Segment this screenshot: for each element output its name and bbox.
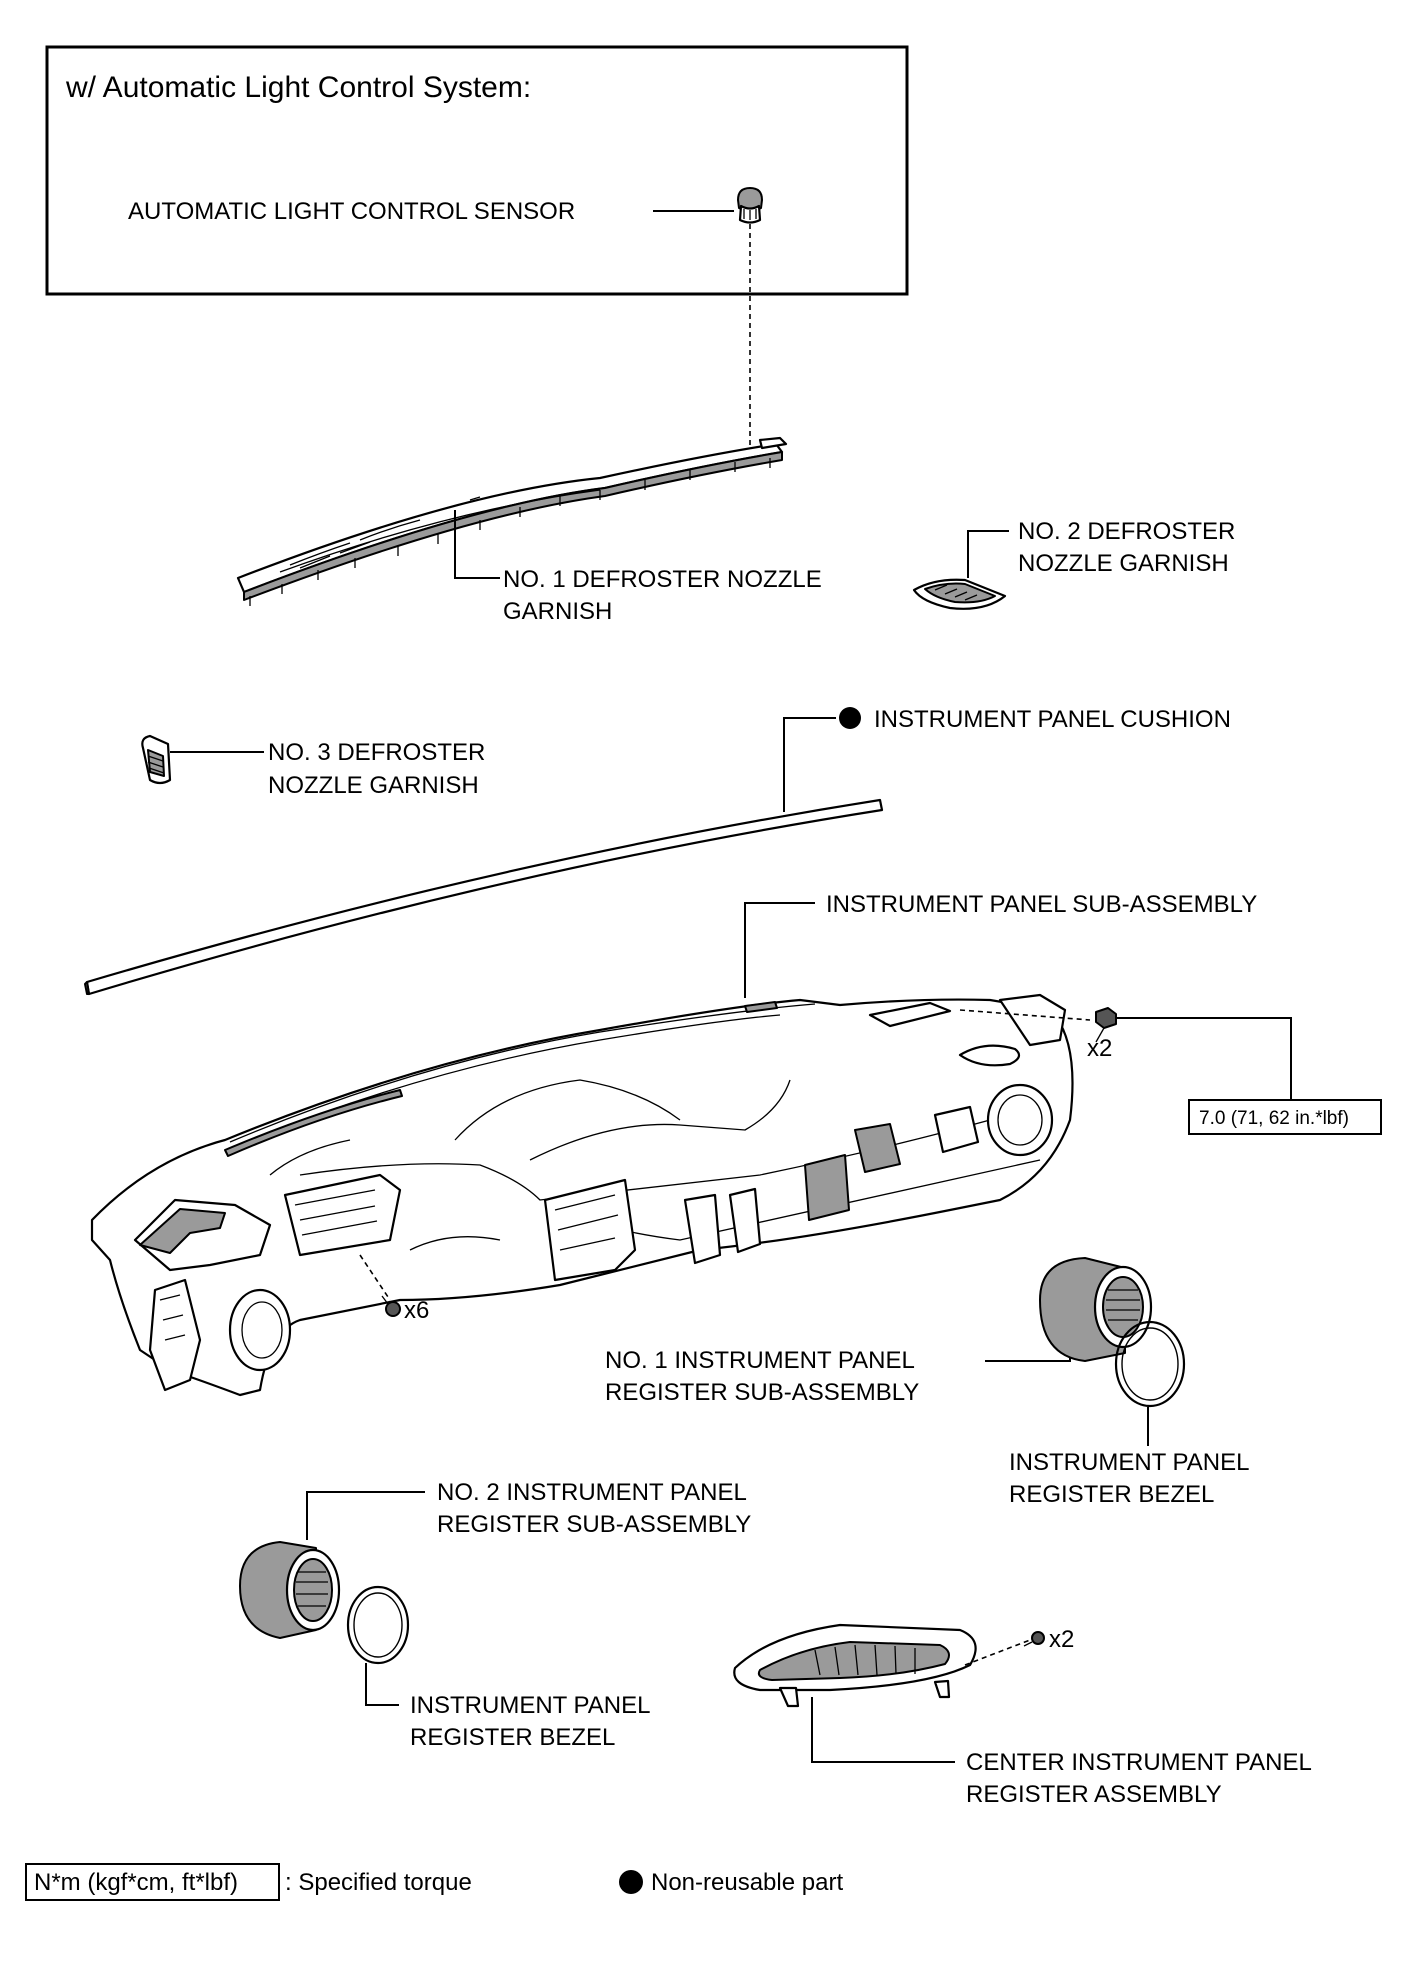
instrument-panel-cushion <box>84 798 884 996</box>
panel-bolt-icon <box>1095 1007 1117 1043</box>
light-sensor-icon <box>737 187 763 224</box>
no2-defroster-label-line2: NOZZLE GARNISH <box>1018 550 1229 577</box>
center-register-label-line1: CENTER INSTRUMENT PANEL <box>966 1749 1312 1776</box>
no2-register-label-line1: NO. 2 INSTRUMENT PANEL <box>437 1479 747 1506</box>
legend-nonreusable-text: Non-reusable part <box>651 1869 843 1896</box>
no3-defroster-garnish <box>141 734 172 785</box>
no2-register-label-line2: REGISTER SUB-ASSEMBLY <box>437 1511 751 1538</box>
legend: N*m (kgf*cm, ft*lbf) : Specified torque … <box>25 1863 843 1901</box>
bezel-right-label-line1: INSTRUMENT PANEL <box>1009 1449 1249 1476</box>
register-bezel-right <box>1114 1320 1186 1408</box>
no1-defroster-label-line1: NO. 1 DEFROSTER NOZZLE <box>503 566 822 593</box>
torque-spec-value: 7.0 (71, 62 in.*lbf) <box>1199 1108 1349 1129</box>
no2-defroster-garnish <box>912 578 1007 610</box>
center-register-label-line2: REGISTER ASSEMBLY <box>966 1781 1222 1808</box>
panel-bolt-qty: x2 <box>1087 1035 1112 1062</box>
no2-defroster-label-line1: NO. 2 DEFROSTER <box>1018 518 1235 545</box>
bezel-right-label-line2: REGISTER BEZEL <box>1009 1481 1214 1508</box>
instrument-panel-sub-assembly <box>90 993 1074 1397</box>
inset-title: w/ Automatic Light Control System: <box>65 71 531 104</box>
center-register <box>733 1623 977 1708</box>
center-screw-qty: x2 <box>1049 1626 1074 1653</box>
no1-register <box>1039 1257 1153 1362</box>
nonreusable-bullet-icon <box>839 707 861 729</box>
no1-defroster-garnish <box>236 436 788 606</box>
sub-assembly-label: INSTRUMENT PANEL SUB-ASSEMBLY <box>826 891 1257 918</box>
no3-defroster-label-line2: NOZZLE GARNISH <box>268 772 479 799</box>
legend-torque-text: : Specified torque <box>285 1869 472 1896</box>
cushion-label: INSTRUMENT PANEL CUSHION <box>874 706 1231 733</box>
legend-torque-box <box>25 1863 280 1901</box>
torque-spec-box <box>1188 1099 1382 1135</box>
panel-screw-icon <box>381 1295 401 1317</box>
bezel-left-label-line1: INSTRUMENT PANEL <box>410 1692 650 1719</box>
register-bezel-left <box>346 1585 410 1665</box>
legend-torque-box-text: N*m (kgf*cm, ft*lbf) <box>34 1869 238 1896</box>
sensor-label: AUTOMATIC LIGHT CONTROL SENSOR <box>128 198 575 225</box>
no2-register <box>239 1541 341 1639</box>
no1-register-label-line1: NO. 1 INSTRUMENT PANEL <box>605 1347 915 1374</box>
center-screw-icon <box>1023 1631 1045 1647</box>
no3-defroster-label-line1: NO. 3 DEFROSTER <box>268 739 485 766</box>
bezel-left-label-line2: REGISTER BEZEL <box>410 1724 615 1751</box>
inset-panel: w/ Automatic Light Control System: AUTOM… <box>45 45 909 296</box>
no1-register-label-line2: REGISTER SUB-ASSEMBLY <box>605 1379 919 1406</box>
panel-screw-qty: x6 <box>404 1297 429 1324</box>
legend-nonreusable-icon <box>619 1870 643 1894</box>
no1-defroster-label-line2: GARNISH <box>503 598 612 625</box>
